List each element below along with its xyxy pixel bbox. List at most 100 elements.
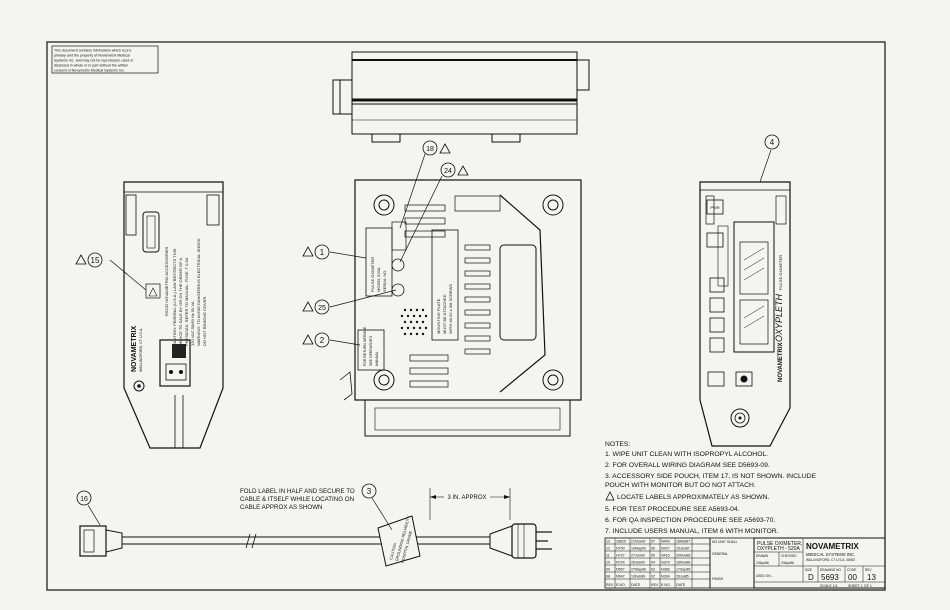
fold-note-line-3: CABLE APPROX AS SHOWN: [240, 504, 323, 511]
rear-label-line-2: CAUTION: FEDERAL (U.S.A.) LAW RESTRICTS …: [172, 248, 177, 346]
callout-1: 1: [320, 248, 325, 257]
vent-slots: [404, 195, 501, 388]
exit-key[interactable]: [707, 371, 725, 387]
rear-label-line-6: WARNING: TO AVOID DANGEROUS ELECTRICAL S…: [196, 238, 201, 346]
front-key-1[interactable]: [709, 277, 725, 293]
revision-cell: 10: [606, 561, 610, 565]
callout-2: 2: [320, 336, 325, 345]
callout-4: 4: [770, 138, 775, 147]
svg-text:DRAWN: DRAWN: [756, 554, 769, 558]
front-key-4[interactable]: [709, 337, 725, 353]
revision-cell: 10May00: [631, 547, 646, 551]
revision-cell: H727: [616, 554, 625, 558]
revision-cell: N557: [616, 568, 625, 572]
rear-warning-label: [145, 283, 161, 299]
top-side-view: [332, 51, 590, 143]
drawing-size: D: [808, 573, 814, 582]
svg-text:SERIAL NO.: SERIAL NO.: [382, 270, 387, 292]
callout-3: 3: [367, 487, 372, 496]
revision-cell: 08: [606, 575, 610, 579]
note-2: 2. FOR OVERALL WIRING DIAGRAM SEE D5693-…: [605, 462, 770, 469]
revision-cell: 13Feb89: [631, 575, 645, 579]
bottom-view: PULSE OXIMETER MODEL 520A SERIAL NO. MOU…: [302, 140, 582, 437]
svg-text:FINISH: FINISH: [712, 577, 724, 581]
svg-text:CODE: CODE: [847, 568, 856, 572]
svg-text:REV: REV: [606, 583, 614, 587]
svg-text:REV: REV: [865, 568, 872, 572]
note-7: 7. INCLUDE USERS MANUAL, ITEM 6 WITH MON…: [605, 528, 779, 535]
note-6: 6. FOR QA INSPECTION PROCEDURE SEE A5693…: [605, 517, 775, 524]
drawing-sheet: SHEET 1 OF 1: [848, 584, 872, 588]
serial-label: [365, 227, 393, 297]
rs232-connector: [142, 211, 160, 253]
svg-text:disclosed in whole or in part: disclosed in whole or in part without th…: [54, 64, 128, 68]
revision-cell: 26Jul85: [676, 575, 689, 579]
svg-text:DATE: DATE: [631, 583, 641, 587]
monitor-key[interactable]: [706, 232, 724, 248]
note-3b: POUCH WITH MONITOR BUT DO NOT ATTACH.: [605, 482, 756, 489]
display-window: [733, 221, 775, 353]
svg-text:GENERAL: GENERAL: [712, 552, 728, 556]
front-key-2[interactable]: [709, 297, 725, 313]
drawing-scale: SCALE 1/1: [820, 584, 838, 588]
revision-cell: 15Jan87: [676, 547, 690, 551]
svg-text:FOR RETURN SERVICE: FOR RETURN SERVICE: [363, 326, 367, 366]
revision-cell: N547: [616, 575, 625, 579]
speaker-grille: [400, 308, 428, 336]
svg-text:SEE OPERATOR'S: SEE OPERATOR'S: [369, 335, 373, 366]
title-line-1: PULSE OXIMETER,: [757, 541, 802, 547]
svg-text:SIZE: SIZE: [805, 568, 812, 572]
svg-text:Systems Inc. and may not be re: Systems Inc. and may not be reproduced, …: [54, 59, 134, 63]
revision-cell: 16Mar87: [676, 540, 690, 544]
sensor-connector: [730, 408, 750, 428]
rear-label-line-5: 120 VAC 50/60 Hz 50 VA: [190, 301, 195, 346]
revision-cell: N415: [661, 554, 670, 558]
revision-cell: 09: [606, 568, 610, 572]
dimension-3-in: 3 IN. APPROX: [447, 495, 486, 501]
revision-cell: N724: [616, 561, 625, 565]
fold-note-line-2: CABLE & ITSELF WHILE LOCATING ON: [240, 496, 354, 503]
power-cord-view: 16 CAUTION GROUNDING RELIABILITY HOSPITA…: [76, 483, 552, 567]
notes-block: NOTES: 1. WIPE UNIT CLEAN WITH ISOPROPYL…: [605, 441, 817, 535]
iec-plug: [79, 525, 107, 557]
revision-cell: 21Nov00: [631, 540, 645, 544]
revision-cell: 26Jan00: [631, 561, 645, 565]
power-entry-module: [159, 339, 191, 387]
revision-cell: 12: [606, 547, 610, 551]
rear-label-line-4: PHYSICIAN. REFER TO MANUAL. FUSE: T 0.5A: [184, 257, 189, 346]
drawing-rev: 13: [867, 573, 876, 582]
svg-text:This document contains informa: This document contains information which…: [54, 49, 133, 53]
revision-cell: 27Jun00: [631, 554, 645, 558]
rear-view: RS232 NOVAMETRIX ACCESSORIES CAUTION: FE…: [75, 181, 224, 449]
rear-label-line-7: DO NOT REMOVE COVER: [202, 297, 207, 346]
mounting-plate-label: [431, 229, 459, 341]
cable-label-tag: [377, 515, 421, 567]
svg-text:WITH #8-32 x 3/8 SCREWS: WITH #8-32 x 3/8 SCREWS: [448, 284, 453, 334]
revision-cell: N449: [661, 540, 670, 544]
svg-text:MUST BE ATTACHED: MUST BE ATTACHED: [442, 294, 447, 334]
front-model: OXYPLETH: [774, 293, 784, 342]
note-1: 1. WIPE UNIT CLEAN WITH ISOPROPYL ALCOHO…: [605, 451, 768, 458]
svg-text:23Apr86: 23Apr86: [781, 561, 794, 565]
svg-text:USED ON --: USED ON --: [756, 574, 774, 578]
svg-text:MOUNTING PLATE: MOUNTING PLATE: [436, 298, 441, 334]
note-5: 5. FOR TEST PROCEDURE SEE A5693-04.: [605, 506, 740, 513]
revision-cell: 03: [651, 568, 655, 572]
rear-label-line-3: DEVICE TO SALE BY OR ON THE ORDER OF A: [178, 257, 183, 346]
svg-text:E.NO.: E.NO.: [616, 583, 626, 587]
title-block: PULSE OXIMETER, OXYPLETH - 520A DRAWN CH…: [753, 537, 886, 589]
power-key[interactable]: [706, 199, 724, 215]
fold-note-line-1: FOLD LABEL IN HALF AND SECURE TO: [240, 488, 355, 495]
front-key-3[interactable]: [709, 317, 725, 333]
svg-text:MEDICAL SYSTEMS INC.: MEDICAL SYSTEMS INC.: [806, 552, 855, 557]
notes-heading: NOTES:: [605, 441, 630, 448]
mode-key[interactable]: [735, 371, 753, 387]
revision-cell: 17Sep85: [676, 568, 690, 572]
delta-symbol-note-4: [605, 491, 615, 501]
callout-25: 25: [318, 305, 326, 312]
revision-cell: 07: [651, 540, 655, 544]
callout-18: 18: [426, 146, 434, 153]
svg-text:PULSE OXIMETER: PULSE OXIMETER: [370, 257, 375, 292]
front-subtitle: PULSE OXIMETER: [778, 255, 783, 290]
